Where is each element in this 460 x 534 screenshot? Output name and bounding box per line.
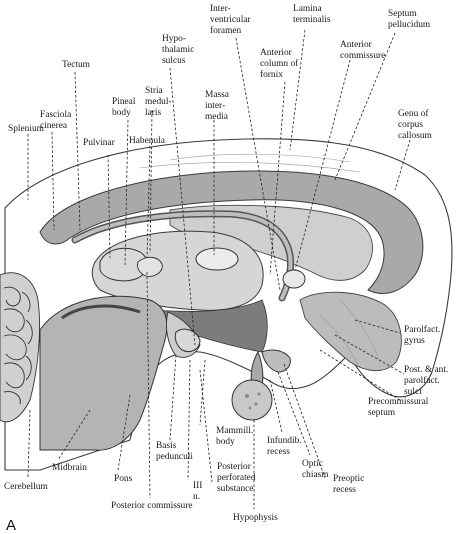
label-basis-pedunculi: Basis pedunculi — [156, 441, 193, 462]
panel-letter: A — [6, 517, 16, 534]
surface-texture — [139, 153, 381, 366]
label-infundib-recess: Infundib. recess — [267, 435, 304, 457]
label-precommissural-septum: Precommissural septum — [368, 397, 431, 418]
cerebellum-drawing — [0, 272, 41, 423]
label-third-nerve: III n. — [193, 481, 205, 502]
aqueduct — [61, 304, 141, 320]
label-optic-chiasm: Optic chiasm — [302, 459, 329, 480]
label-parolfact-gyrus: Parolfact. gyrus — [404, 324, 443, 346]
leader-lines — [27, 29, 411, 509]
label-anterior-commissure: Anterior commissure — [340, 40, 385, 61]
anterior-commissure — [282, 269, 306, 289]
label-splenium: Splenium — [8, 124, 45, 134]
label-posterior-commissure: Posterior commissure — [111, 501, 193, 511]
label-interventricular-foramen: Inter- ventricular foramen — [210, 4, 253, 36]
label-anterior-column-of-fornix: Anterior column of fornix — [260, 48, 301, 80]
label-lamina-terminalis: Lamina terminalis — [293, 4, 331, 25]
label-pulvinar: Pulvinar — [83, 138, 116, 148]
label-hypothalamic-sulcus: Hypo- thalamic sulcus — [162, 34, 197, 66]
hypophysis — [231, 379, 273, 421]
label-midbrain: Midbrain — [52, 463, 87, 473]
label-septum-pellucidum: Septum pellucidum — [388, 9, 431, 30]
label-hypophysis: Hypophysis — [233, 513, 278, 523]
label-habenula: Habenula — [129, 136, 166, 146]
brainstem — [39, 295, 168, 451]
label-cerebellum: Cerebellum — [4, 482, 48, 492]
label-tectum: Tectum — [62, 60, 91, 70]
massa-intermedia — [195, 247, 239, 271]
optic-chiasm — [261, 349, 291, 373]
parolfactory-area — [299, 291, 402, 372]
label-massa-intermedia: Massa inter- media — [205, 90, 231, 122]
label-pons: Pons — [114, 474, 133, 484]
label-posterior-perforated-substance: Posterior perforated substance — [217, 462, 258, 494]
labels: Inter- ventricular foramen Lamina termin… — [4, 4, 451, 534]
label-genu-of-corpus-callosum: Genu of corpus callosum — [398, 108, 433, 141]
label-stria-medullaris: Stria medul- laris — [145, 86, 174, 118]
label-fasciola-cinerea: Fasciola cinerea — [40, 110, 74, 131]
label-mammill-body: Mammill. body — [216, 426, 256, 447]
brain-drawing — [0, 138, 453, 471]
label-pineal-body: Pineal body — [112, 97, 138, 118]
corpus-callosum — [39, 170, 424, 294]
label-post-ant-parolfact-sulci: Post. & ant. parolfact. sulci — [404, 365, 451, 397]
habenula — [137, 256, 163, 277]
label-preoptic-recess: Preoptic recess — [333, 474, 367, 495]
